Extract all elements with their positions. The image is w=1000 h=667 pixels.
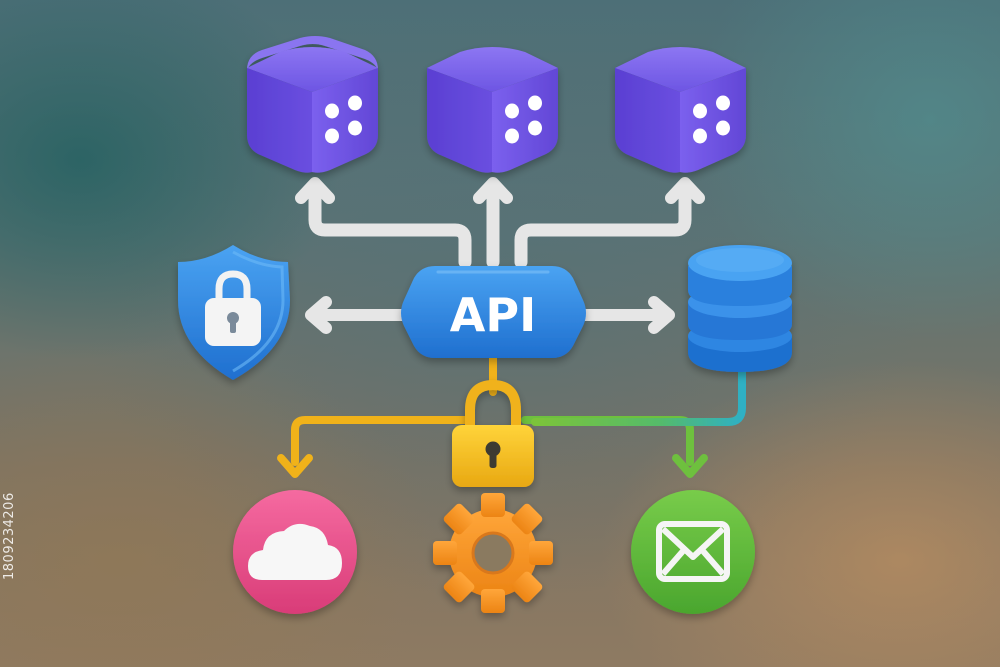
gear-icon bbox=[433, 493, 553, 613]
padlock-to-mail-line bbox=[521, 416, 694, 466]
arrow-to-cube-left bbox=[308, 183, 472, 269]
dice-dots-icon bbox=[325, 95, 362, 144]
cube-left bbox=[247, 36, 378, 173]
arrowheads-up bbox=[295, 177, 705, 204]
cube-middle bbox=[427, 47, 558, 173]
lower-connectors bbox=[277, 351, 746, 478]
padlock-to-cloud-line bbox=[291, 416, 469, 466]
lock-icon bbox=[205, 270, 261, 346]
cloud-icon bbox=[248, 523, 342, 580]
padlock-icon bbox=[452, 379, 534, 487]
api-label: API bbox=[450, 288, 536, 342]
dice-dots-icon bbox=[505, 95, 542, 144]
cloud-node bbox=[233, 490, 357, 614]
security-shield-icon bbox=[178, 245, 290, 380]
api-node: API bbox=[401, 266, 586, 358]
api-to-cubes-connectors bbox=[308, 183, 692, 269]
envelope-icon bbox=[656, 521, 730, 582]
mail-node bbox=[631, 490, 755, 614]
image-id-watermark: 1809234206 bbox=[2, 492, 17, 580]
api-side-connectors bbox=[305, 296, 675, 334]
arrow-to-cube-right bbox=[514, 183, 692, 269]
cube-right bbox=[615, 47, 746, 173]
database-to-mail-line bbox=[531, 366, 746, 426]
database-icon bbox=[688, 245, 792, 372]
dice-dots-icon bbox=[693, 95, 730, 144]
